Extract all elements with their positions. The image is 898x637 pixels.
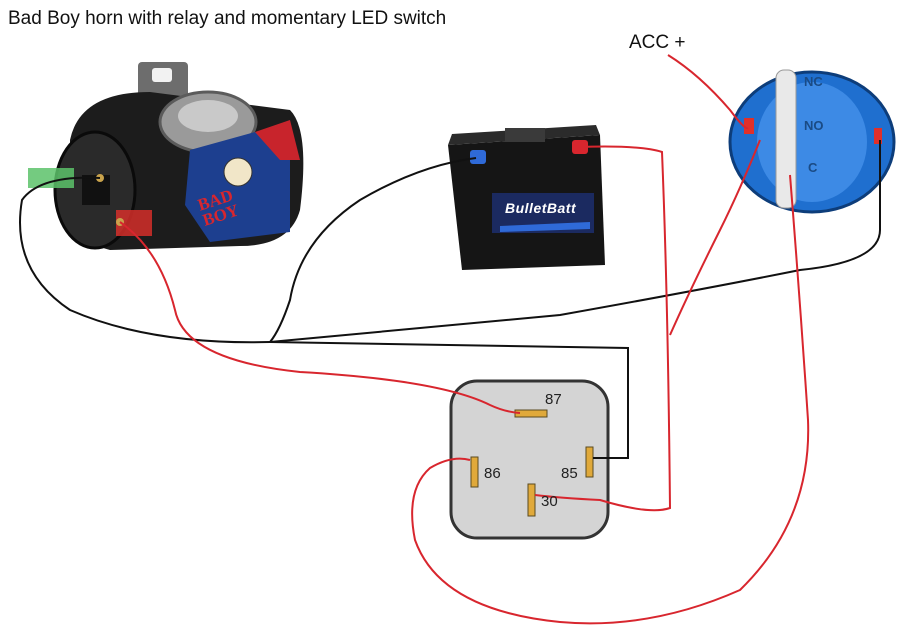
relay-pin-85 [585,446,594,478]
battery [448,125,605,270]
wire-battery-to-30 [534,145,672,512]
switch-led-positive-pin [744,118,754,134]
horn-negative-terminal-highlight [28,168,74,188]
horn-label-red-strip [255,120,300,160]
battery-brand-text: BulletBatt [505,200,577,216]
switch-label-nc: NC [804,74,823,89]
acc-label: ACC + [629,32,686,53]
relay-label-30: 30 [541,493,558,510]
wire-horn-ground [19,176,271,344]
relay-pin-30 [527,483,536,517]
switch-inner-ring [757,82,867,202]
switch-led-negative-pin [874,128,882,144]
horn-trumpet-logo [178,100,238,132]
battery-vent-cap [505,128,545,142]
relay-label-86: 86 [484,465,501,482]
wire-acc-to-led [667,54,749,130]
relay-label-87: 87 [545,391,562,408]
wire-relay85-ground [269,341,629,459]
switch-label-c: C [808,160,818,175]
ground-wires [19,140,881,459]
battery-label-stripe [500,222,590,232]
positive-wires [119,54,810,625]
horn [28,62,304,250]
wire-battery-ground [269,157,477,343]
wire-switch-to-86 [411,174,810,625]
horn-connector-socket [82,175,110,205]
switch-metal-housing [775,69,797,209]
wire-led-ground [269,140,881,343]
diagram-title: Bad Boy horn with relay and momentary LE… [8,8,447,29]
wire-horn-to-87 [119,221,521,414]
horn-mascot [223,157,253,187]
switch-label-no: NO [804,118,824,133]
relay-label-85: 85 [561,465,578,482]
horn-bracket-hole [152,68,172,82]
wire-switch-to-acc-feed [669,139,761,336]
battery-negative-terminal [470,150,486,164]
led-switch [728,69,896,214]
relay [449,379,610,540]
relay-pin-86 [470,456,479,488]
horn-label-panel [185,132,290,242]
